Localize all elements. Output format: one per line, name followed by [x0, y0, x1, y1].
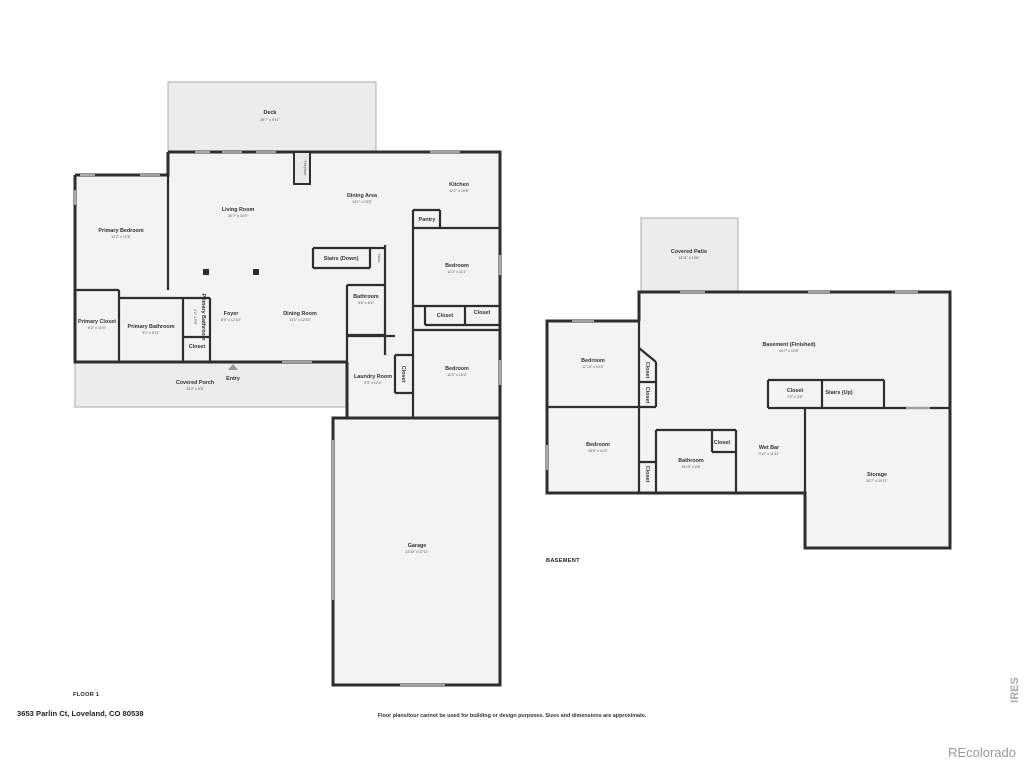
closet-d-label: Closet: [400, 366, 406, 383]
covered-patio-label: Covered Patio: [671, 249, 708, 255]
bsmt-closet-d-label: Closet: [644, 466, 650, 483]
primary-bath-small-label: Primary Bathroom: [200, 293, 206, 340]
garage-label: Garage: [408, 543, 427, 549]
closet-b-label: Closet: [474, 310, 491, 316]
covered-porch-area: [74, 361, 348, 408]
basement-plan: [545, 217, 952, 550]
bsmt-closet-a-label: Closet: [644, 362, 650, 379]
floor-1-label: FLOOR 1: [73, 692, 99, 698]
covered-patio-area: [640, 217, 739, 293]
dining-area-dim: 14'1" x 13'5": [352, 200, 372, 204]
stairs-side-label: Stairs: [377, 253, 381, 262]
bathroom-label: Bathroom: [353, 294, 379, 300]
closet-a-label: Closet: [437, 313, 454, 319]
dining-room-dim: 13'1" x 12'10": [289, 318, 311, 322]
bsmt-closet-c-label: Closet: [787, 388, 804, 394]
basement-finished-label: Basement (Finished): [762, 342, 815, 348]
ires-watermark: IRES: [1009, 677, 1021, 703]
brand-logo: REcolorado: [948, 745, 1016, 760]
dining-room-label: Dining Room: [283, 311, 317, 317]
bsmt-bathroom-label: Bathroom: [678, 458, 704, 464]
disclaimer-text: Floor plans/tour cannot be used for buil…: [378, 713, 647, 719]
covered-porch-dim: 39'2" x 6'5": [186, 387, 204, 391]
storage-dim: 20'7" x 19'11": [866, 479, 888, 483]
basement-finished-dim: 44'7" x 19'8": [779, 349, 799, 353]
primary-bathroom-dim: 9'1" x 8'11": [142, 331, 160, 335]
deck-dim: 26'7" x 9'11": [260, 118, 280, 122]
basement-exterior-wall: [545, 290, 952, 550]
primary-bedroom-label: Primary Bedroom: [98, 228, 143, 234]
bathroom-dim: 5'6" x 8'4": [358, 301, 374, 305]
foyer-dim: 6'0" x 12'10": [221, 318, 241, 322]
primary-closet-dim: 6'2" x 10'4": [88, 326, 106, 330]
basement-floor-label: BASEMENT: [546, 558, 580, 564]
wet-bar-dim: 9'11" x 11'11": [759, 452, 781, 456]
bedroom-b-label: Bedroom: [445, 366, 469, 372]
bsmt-bedroom-a-label: Bedroom: [581, 358, 605, 364]
bsmt-closet-e-label: Closet: [714, 440, 731, 446]
bsmt-bedroom-a-dim: 12'10" x 12'0": [582, 365, 604, 369]
storage-label: Storage: [867, 472, 887, 478]
address-text: 3653 Parlin Ct, Loveland, CO 80538: [17, 709, 144, 718]
closet-c-label: Closet: [189, 344, 206, 350]
dining-area-label: Dining Area: [347, 193, 378, 199]
fireplace-label: Fireplace: [303, 161, 307, 176]
primary-bath-small-dim: 4'2" x 5'6": [193, 309, 197, 325]
laundry-room-dim: 9'3" x 12'4": [364, 381, 382, 385]
wet-bar-label: Wet Bar: [759, 445, 780, 451]
primary-bathroom-label: Primary Bathroom: [127, 324, 174, 330]
bedroom-b-dim: 12'2" x 13'2": [447, 373, 467, 377]
bsmt-bedroom-b-label: Bedroom: [586, 442, 610, 448]
pantry-label: Pantry: [419, 217, 436, 223]
bedroom-a-dim: 12'2" x 11'1": [447, 270, 467, 274]
bsmt-bedroom-b-dim: 15'5" x 12'1": [588, 449, 608, 453]
bsmt-closet-c-dim: 7'2" x 3'8": [787, 395, 803, 399]
floor-1-exterior-wall: [168, 150, 502, 687]
deck-label: Deck: [264, 110, 277, 116]
stairs-up-label: Stairs (Up): [825, 390, 852, 396]
laundry-room-label: Laundry Room: [354, 374, 392, 380]
deck-area: [167, 81, 377, 153]
primary-closet-label: Primary Closet: [78, 319, 116, 325]
floor-1-plan: [73, 81, 502, 687]
living-room-label: Living Room: [222, 207, 255, 213]
bedroom-a-label: Bedroom: [445, 263, 469, 269]
covered-porch-label: Covered Porch: [176, 380, 214, 386]
kitchen-dim: 12'2" x 10'6": [449, 189, 469, 193]
garage-dim: 23'10" x 37'11": [405, 550, 429, 554]
primary-bedroom-dim: 13'2" x 17'6": [111, 235, 131, 239]
bsmt-bathroom-dim: 10'10" x 6'8": [681, 465, 701, 469]
kitchen-label: Kitchen: [449, 182, 469, 188]
bsmt-closet-b-label: Closet: [644, 387, 650, 404]
stairs-down-label: Stairs (Down): [324, 256, 359, 262]
living-room-dim: 20'7" x 16'9": [228, 214, 248, 218]
foyer-label: Foyer: [224, 311, 240, 317]
covered-patio-dim: 13'11" x 10'6": [678, 256, 700, 260]
entry-label: Entry: [226, 376, 240, 382]
